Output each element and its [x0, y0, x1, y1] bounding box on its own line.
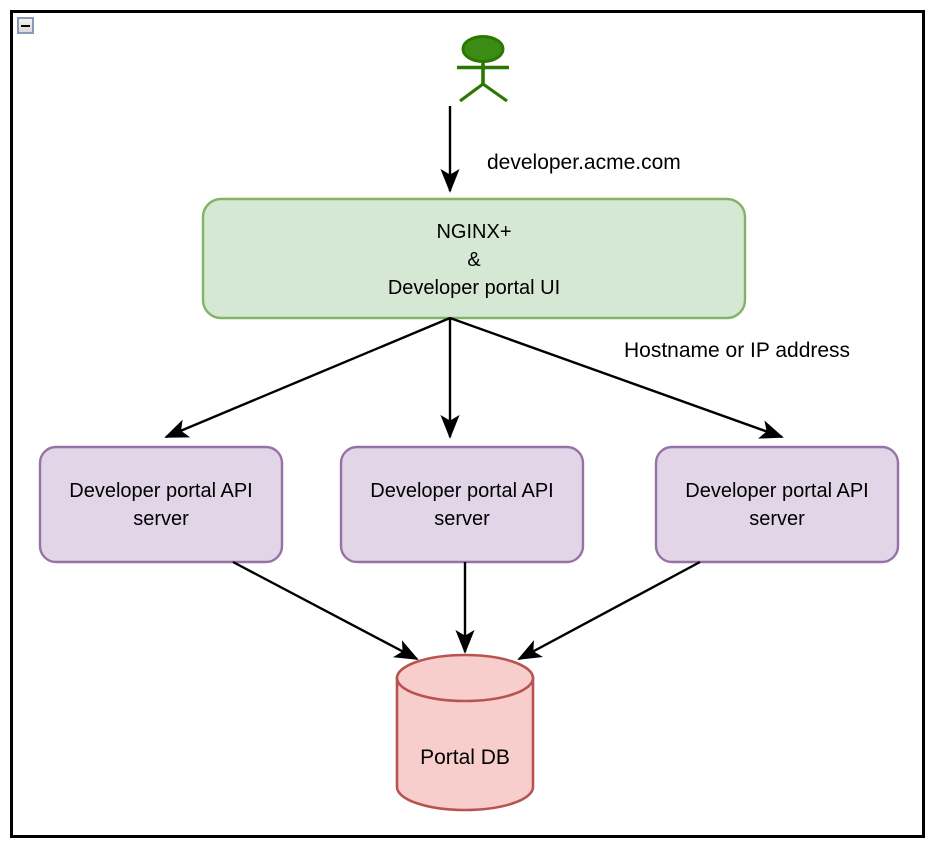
stick-figure-leg-left-icon — [459, 82, 484, 103]
minus-icon — [21, 24, 30, 27]
stick-figure-leg-right-icon — [482, 82, 508, 103]
cylinder-body — [395, 676, 535, 812]
node-portal-database[interactable] — [395, 653, 535, 812]
node-api-server-3[interactable] — [654, 445, 900, 564]
node-api-server-2[interactable] — [339, 445, 585, 564]
node-nginx-developer-portal-ui[interactable] — [201, 197, 747, 320]
cylinder-top — [395, 653, 535, 703]
node-api-server-1[interactable] — [38, 445, 284, 564]
user-actor[interactable] — [457, 35, 509, 103]
collapse-toggle-button[interactable] — [17, 17, 34, 34]
stick-figure-head-icon — [461, 35, 505, 63]
